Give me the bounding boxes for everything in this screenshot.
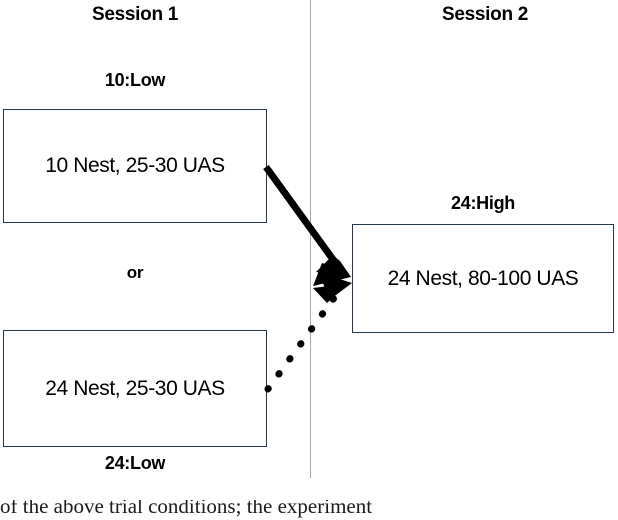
condition-label-24-high: 24:High	[451, 193, 515, 213]
condition-label-10-low: 10:Low	[104, 70, 166, 90]
session-divider-line	[310, 0, 311, 478]
clipped-caption-text: of the above trial conditions; the exper…	[0, 500, 373, 518]
condition-box-session1-24-low: 24 Nest, 25-30 UAS	[3, 330, 267, 447]
session-1-header: Session 1	[91, 4, 178, 25]
condition-box-text-session2-24-high: 24 Nest, 80-100 UAS	[387, 266, 579, 290]
clipped-caption: of the above trial conditions; the exper…	[0, 500, 618, 520]
session-2-header: Session 2	[441, 4, 528, 25]
condition-box-text-session1-10-low: 10 Nest, 25-30 UAS	[45, 154, 225, 177]
solid-arrow	[263, 164, 351, 286]
or-connector-label: or	[126, 263, 144, 282]
condition-label-24-low: 24:Low	[104, 453, 166, 473]
condition-box-session1-10-low: 10 Nest, 25-30 UAS	[3, 109, 267, 223]
condition-box-session2-24-high: 24 Nest, 80-100 UAS	[352, 224, 614, 333]
condition-box-text-session1-24-low: 24 Nest, 25-30 UAS	[45, 376, 225, 400]
